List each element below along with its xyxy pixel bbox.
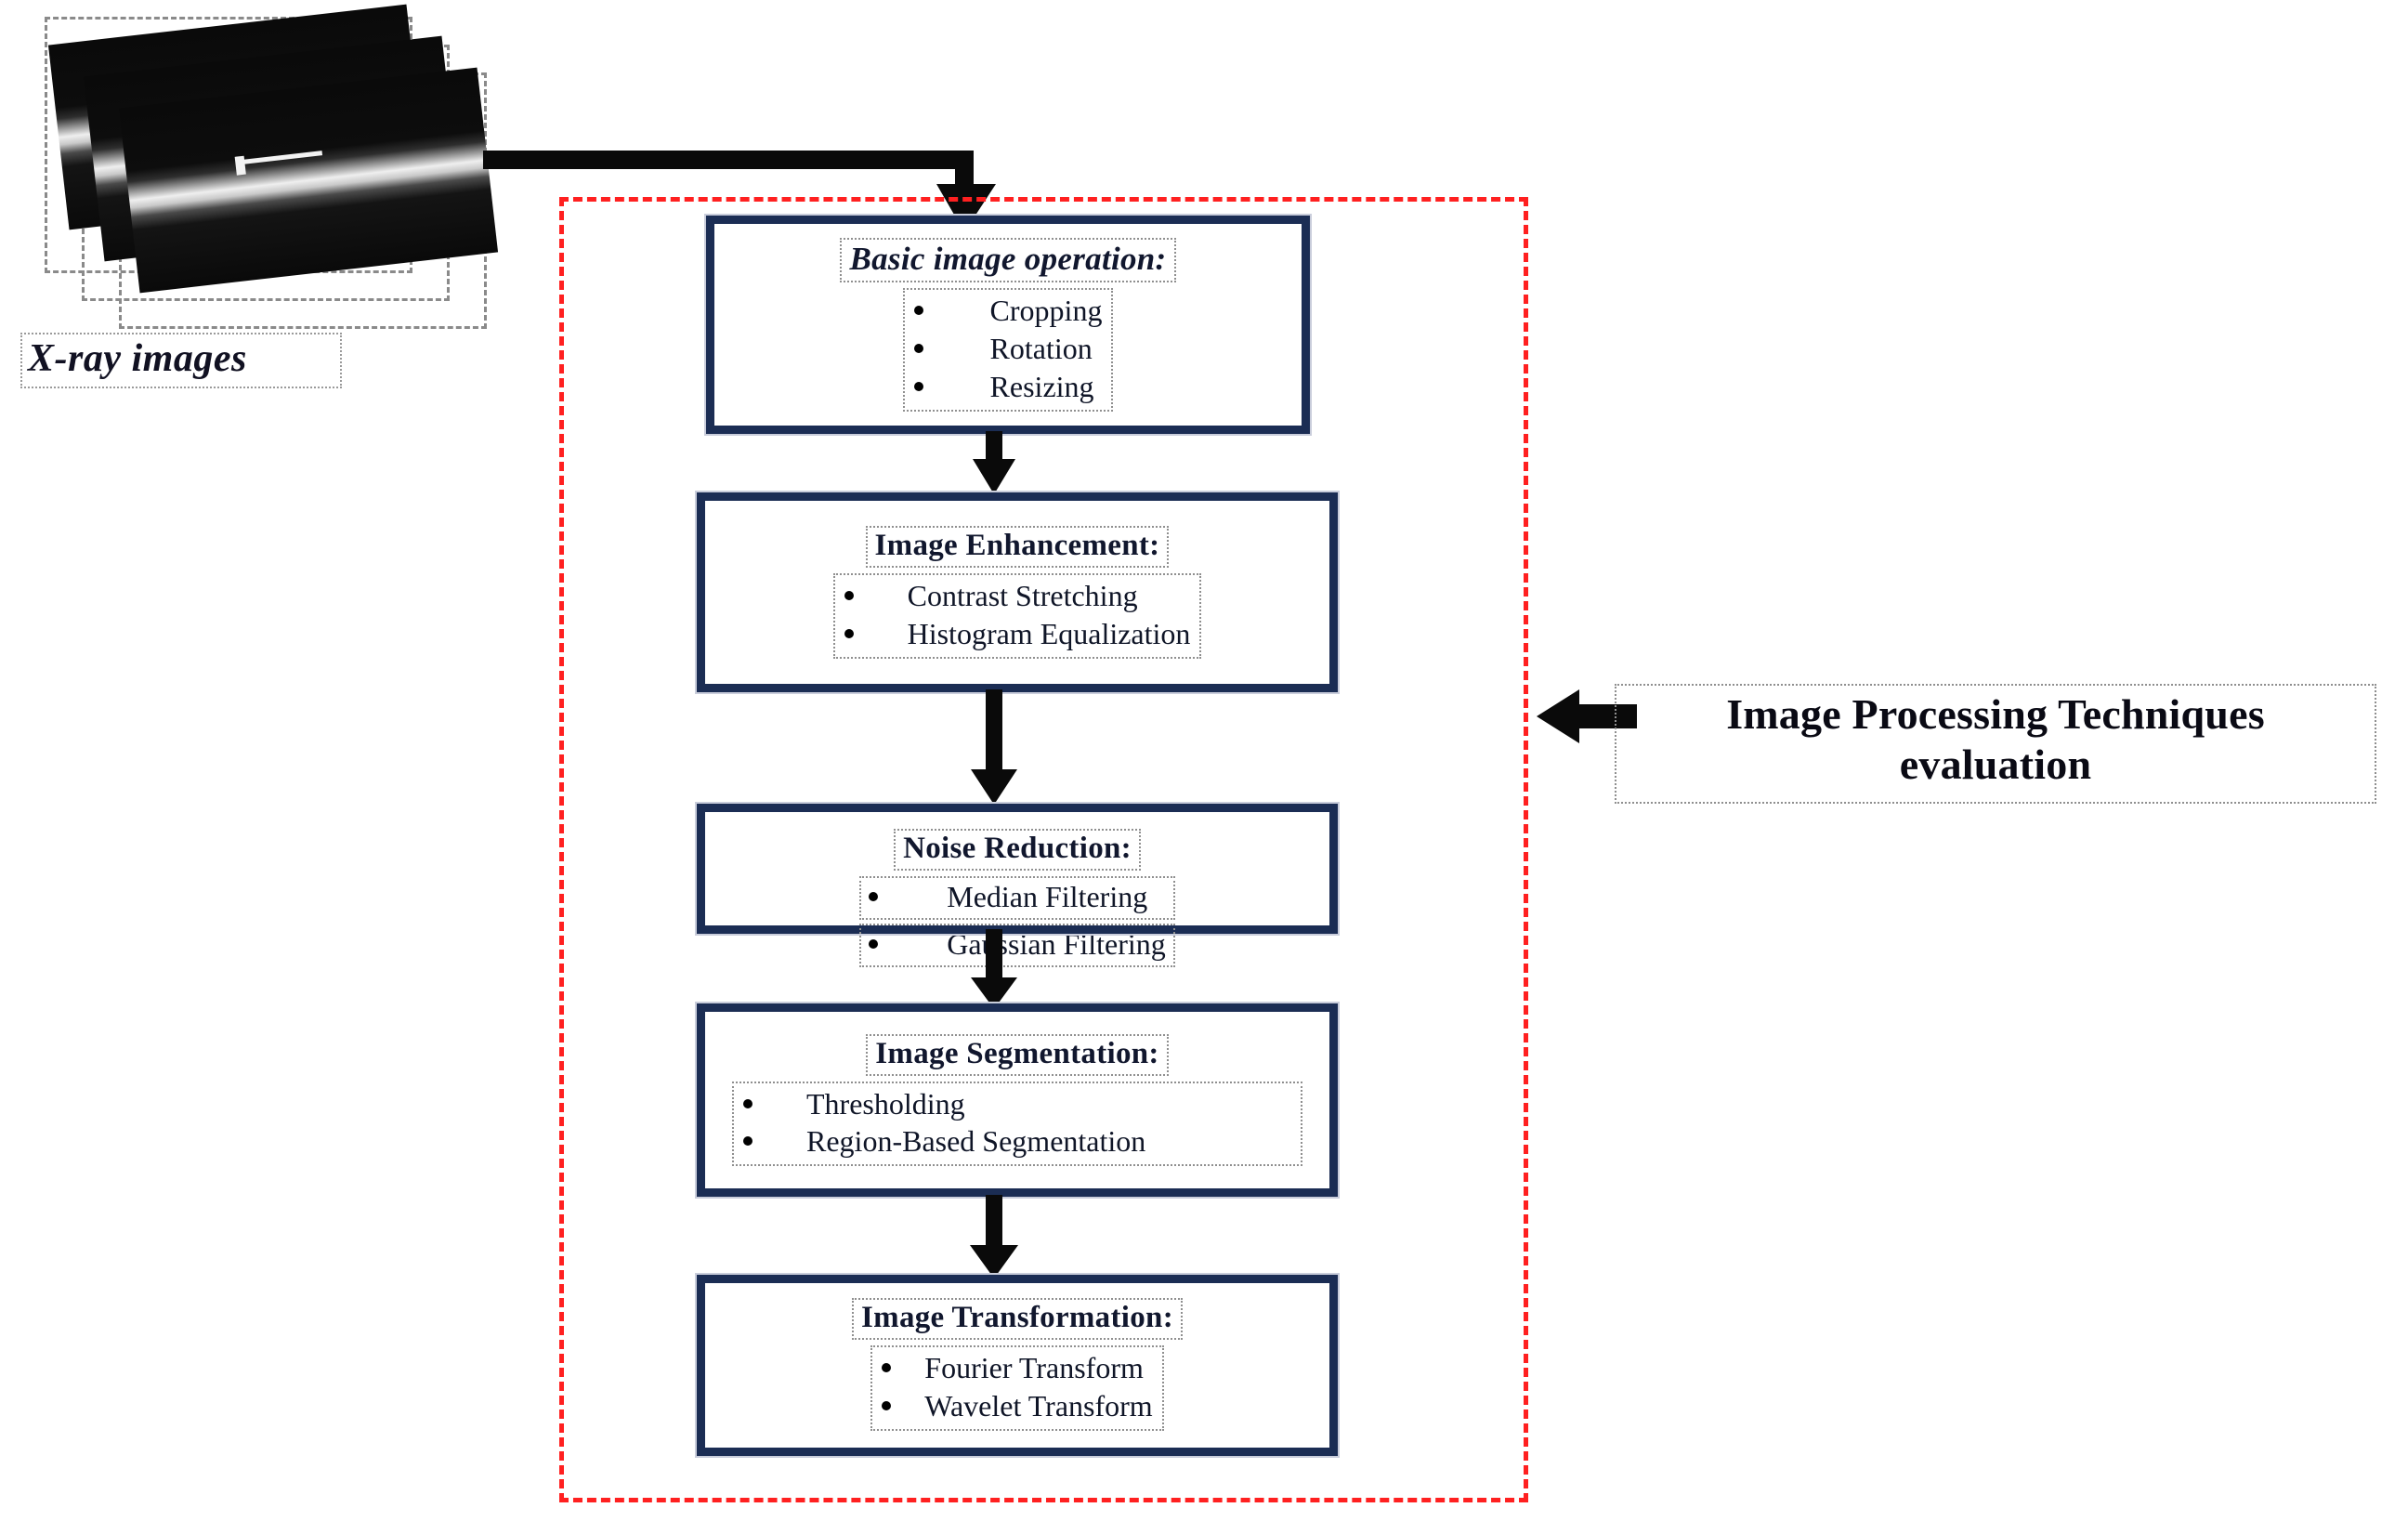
list-item: Fourier Transform: [882, 1349, 1152, 1387]
process-title: Image Enhancement:: [865, 526, 1170, 569]
list-item: Wavelet Transform: [882, 1387, 1153, 1425]
list-item-label: Wavelet Transform: [924, 1388, 1153, 1423]
list-item-label: Fourier Transform: [924, 1350, 1144, 1384]
bullet-icon: [913, 381, 923, 391]
bullet-icon: [869, 891, 879, 901]
list-item: Resizing: [913, 368, 1103, 406]
process-title: Image Segmentation:: [866, 1033, 1169, 1076]
list-item: Thresholding: [743, 1085, 1291, 1123]
process-item-list: Cropping Rotation Resizing: [902, 287, 1114, 412]
process-title: Image Transformation:: [852, 1298, 1183, 1340]
list-item: Gaussian Filtering: [859, 923, 1175, 967]
bullet-icon: [743, 1136, 752, 1147]
list-item: Cropping: [913, 292, 1103, 330]
bullet-icon: [913, 305, 923, 315]
xray-image-stack: [37, 4, 557, 344]
list-item-label: Thresholding: [806, 1086, 965, 1121]
process-box-image-segmentation[interactable]: Image Segmentation: Thresholding Region-…: [695, 1002, 1340, 1199]
process-item-list: Fourier Transform Wavelet Transform: [870, 1344, 1164, 1431]
list-item-label: Region-Based Segmentation: [806, 1124, 1146, 1159]
list-item-label: Resizing: [989, 369, 1094, 403]
list-item: Histogram Equalization: [844, 615, 1191, 653]
list-item: Region-Based Segmentation: [743, 1122, 1291, 1160]
evaluation-region-boundary: [559, 197, 1528, 1502]
list-item-label: Cropping: [989, 293, 1103, 327]
process-box-image-enhancement[interactable]: Image Enhancement: Contrast Stretching H…: [695, 491, 1340, 694]
evaluation-annotation-line-1: Image Processing Techniques: [1726, 690, 2265, 738]
list-item-label: Rotation: [989, 331, 1093, 365]
xray-images-label: X-ray images: [20, 333, 342, 389]
list-item: Rotation: [913, 330, 1103, 368]
bullet-icon: [882, 1400, 892, 1410]
bullet-icon: [913, 343, 923, 353]
list-item: Median Filtering: [859, 875, 1175, 920]
process-box-basic-image-operation[interactable]: Basic image operation: Cropping Rotation…: [704, 214, 1312, 436]
bullet-icon: [844, 591, 854, 601]
list-item-label: Gaussian Filtering: [947, 926, 1166, 961]
process-title: Noise Reduction:: [894, 829, 1141, 871]
evaluation-annotation-label: Image Processing Techniques evaluation: [1615, 684, 2376, 804]
list-item-label: Contrast Stretching: [907, 579, 1138, 613]
evaluation-annotation-line-2: evaluation: [1899, 741, 2092, 789]
process-box-noise-reduction[interactable]: Noise Reduction: Median Filtering Gaussi…: [695, 802, 1340, 967]
list-item: Contrast Stretching: [844, 577, 1191, 615]
process-item-list: Thresholding Region-Based Segmentation: [732, 1081, 1302, 1167]
list-item-label: Histogram Equalization: [907, 616, 1191, 650]
process-box-image-transformation[interactable]: Image Transformation: Fourier Transform …: [695, 1273, 1340, 1458]
bullet-icon: [844, 628, 854, 638]
process-item-list: Contrast Stretching Histogram Equalizati…: [832, 573, 1202, 659]
bullet-icon: [882, 1362, 892, 1372]
list-item-label: Median Filtering: [947, 879, 1148, 913]
bullet-icon: [869, 938, 879, 949]
process-title: Basic image operation:: [840, 238, 1176, 282]
process-item-list: Median Filtering Gaussian Filtering: [859, 875, 1175, 971]
bullet-icon: [743, 1098, 752, 1108]
